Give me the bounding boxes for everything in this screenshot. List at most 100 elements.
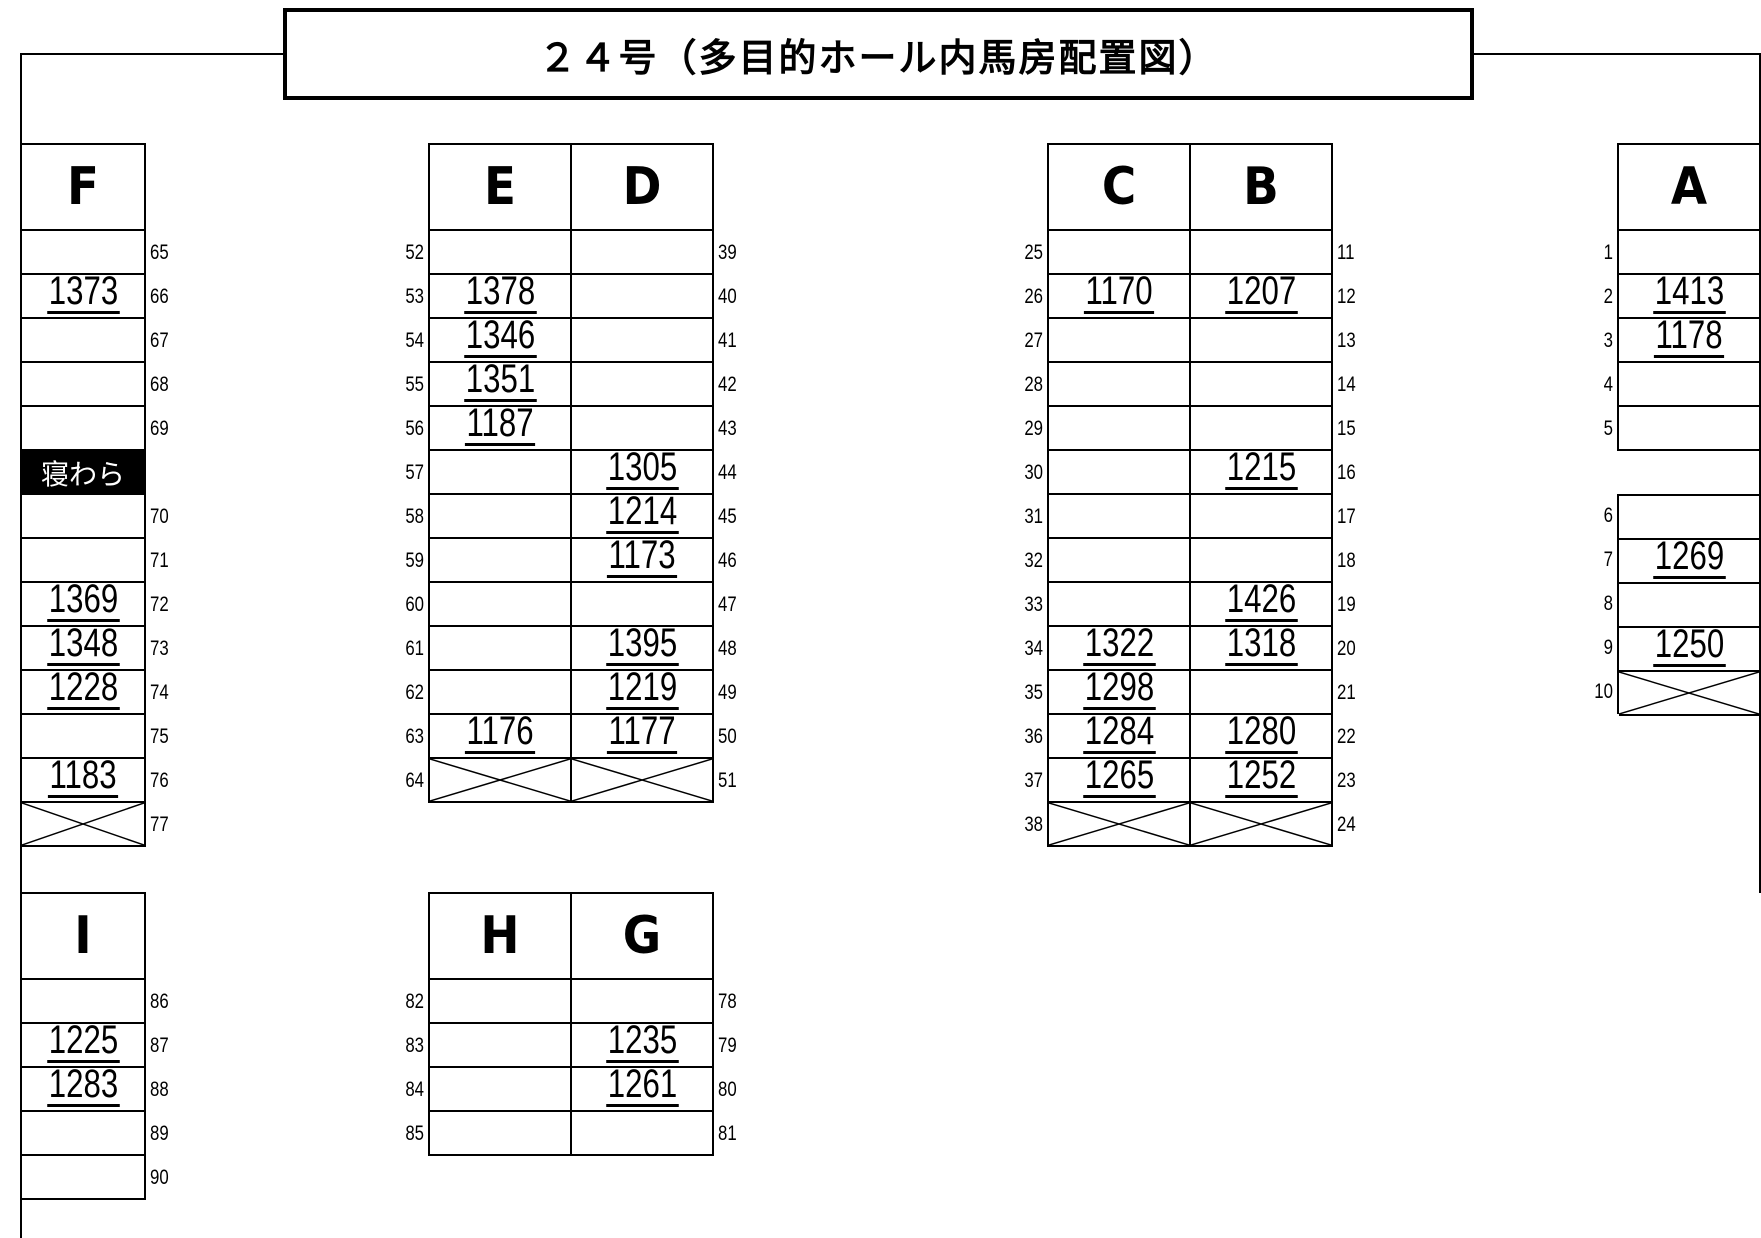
stall-75 bbox=[22, 715, 144, 759]
stall-80: 1261 bbox=[572, 1064, 712, 1112]
stall-78 bbox=[572, 980, 712, 1024]
stall-number: 89 bbox=[150, 1122, 169, 1145]
stall-number: 38 bbox=[1024, 813, 1043, 836]
stall-53: 1378 bbox=[430, 271, 570, 319]
stall-number: 42 bbox=[718, 373, 737, 396]
stall-72: 1369 bbox=[22, 579, 144, 627]
stall-number: 63 bbox=[405, 725, 424, 748]
stall-38 bbox=[1049, 803, 1189, 847]
stall-number: 50 bbox=[718, 725, 737, 748]
stall-number: 81 bbox=[718, 1122, 737, 1145]
stall-59 bbox=[430, 539, 570, 583]
horse-number: 1318 bbox=[1224, 621, 1298, 666]
stall-number: 40 bbox=[718, 285, 737, 308]
horse-number: 1413 bbox=[1652, 269, 1726, 314]
horse-number: 1252 bbox=[1224, 753, 1298, 798]
stall-86 bbox=[22, 980, 144, 1024]
stall-number: 26 bbox=[1024, 285, 1043, 308]
horse-number: 1219 bbox=[605, 665, 679, 710]
stall-15 bbox=[1191, 407, 1331, 451]
stall-number: 24 bbox=[1337, 813, 1356, 836]
stall-number: 7 bbox=[1603, 548, 1613, 571]
stall-19: 1426 bbox=[1191, 579, 1331, 627]
stall-number: 64 bbox=[405, 769, 424, 792]
stall-4 bbox=[1619, 363, 1759, 407]
stall-39 bbox=[572, 231, 712, 275]
stall-number: 30 bbox=[1024, 461, 1043, 484]
stall-77 bbox=[22, 803, 144, 847]
stall-number: 77 bbox=[150, 813, 169, 836]
stall-6 bbox=[1619, 496, 1759, 540]
stall-number: 78 bbox=[718, 990, 737, 1013]
stall-number: 31 bbox=[1024, 505, 1043, 528]
stall-52 bbox=[430, 231, 570, 275]
stall-26: 1170 bbox=[1049, 271, 1189, 319]
stall-87: 1225 bbox=[22, 1020, 144, 1068]
stall-number: 66 bbox=[150, 285, 169, 308]
stall-number: 16 bbox=[1337, 461, 1356, 484]
stall-25 bbox=[1049, 231, 1189, 275]
stall-number: 17 bbox=[1337, 505, 1356, 528]
stall-9: 1250 bbox=[1619, 624, 1759, 672]
stall-12: 1207 bbox=[1191, 271, 1331, 319]
stall-30 bbox=[1049, 451, 1189, 495]
horse-number: 1265 bbox=[1082, 753, 1156, 798]
horse-number: 1269 bbox=[1652, 534, 1726, 579]
stall-88: 1283 bbox=[22, 1064, 144, 1112]
stall-number: 32 bbox=[1024, 549, 1043, 572]
stall-number: 57 bbox=[405, 461, 424, 484]
stall-number: 10 bbox=[1594, 680, 1613, 703]
stall-number: 13 bbox=[1337, 329, 1356, 352]
stall-2: 1413 bbox=[1619, 271, 1759, 319]
stall-number: 48 bbox=[718, 637, 737, 660]
stall-number: 8 bbox=[1603, 592, 1613, 615]
stall-34: 1322 bbox=[1049, 623, 1189, 671]
stall-number: 27 bbox=[1024, 329, 1043, 352]
stall-number: 71 bbox=[150, 549, 169, 572]
stall-number: 6 bbox=[1603, 504, 1613, 527]
stall-31 bbox=[1049, 495, 1189, 539]
wall-right-top bbox=[1474, 53, 1761, 55]
horse-number: 1369 bbox=[46, 577, 120, 622]
stall-89 bbox=[22, 1112, 144, 1156]
stall-50: 1177 bbox=[572, 711, 712, 759]
stall-number: 37 bbox=[1024, 769, 1043, 792]
section-h: H bbox=[428, 892, 572, 1156]
stall-number: 49 bbox=[718, 681, 737, 704]
stall-number: 85 bbox=[405, 1122, 424, 1145]
stall-82 bbox=[430, 980, 570, 1024]
stall-number: 62 bbox=[405, 681, 424, 704]
stall-number: 43 bbox=[718, 417, 737, 440]
stall-number: 65 bbox=[150, 241, 169, 264]
horse-number: 1305 bbox=[605, 445, 679, 490]
section-label: A bbox=[1619, 143, 1759, 231]
horse-number: 1261 bbox=[605, 1062, 679, 1107]
stall-number: 52 bbox=[405, 241, 424, 264]
horse-number: 1395 bbox=[605, 621, 679, 666]
stall-48: 1395 bbox=[572, 623, 712, 671]
stall-number: 14 bbox=[1337, 373, 1356, 396]
stall-54: 1346 bbox=[430, 315, 570, 363]
stall-43 bbox=[572, 407, 712, 451]
stall-number: 39 bbox=[718, 241, 737, 264]
stall-number: 47 bbox=[718, 593, 737, 616]
stall-84 bbox=[430, 1068, 570, 1112]
stall-56: 1187 bbox=[430, 403, 570, 451]
unavailable-cross-icon bbox=[1049, 803, 1189, 845]
stall-number: 83 bbox=[405, 1034, 424, 1057]
stall-number: 88 bbox=[150, 1078, 169, 1101]
stall-16: 1215 bbox=[1191, 447, 1331, 495]
stall-number: 11 bbox=[1337, 241, 1355, 264]
stall-5 bbox=[1619, 407, 1759, 451]
section-label: D bbox=[572, 143, 712, 231]
stall-70 bbox=[22, 495, 144, 539]
horse-number: 1322 bbox=[1082, 621, 1156, 666]
stall-number: 86 bbox=[150, 990, 169, 1013]
stall-65 bbox=[22, 231, 144, 275]
stall-number: 60 bbox=[405, 593, 424, 616]
stall-28 bbox=[1049, 363, 1189, 407]
stall-85 bbox=[430, 1112, 570, 1156]
stall-61 bbox=[430, 627, 570, 671]
stall-number: 68 bbox=[150, 373, 169, 396]
